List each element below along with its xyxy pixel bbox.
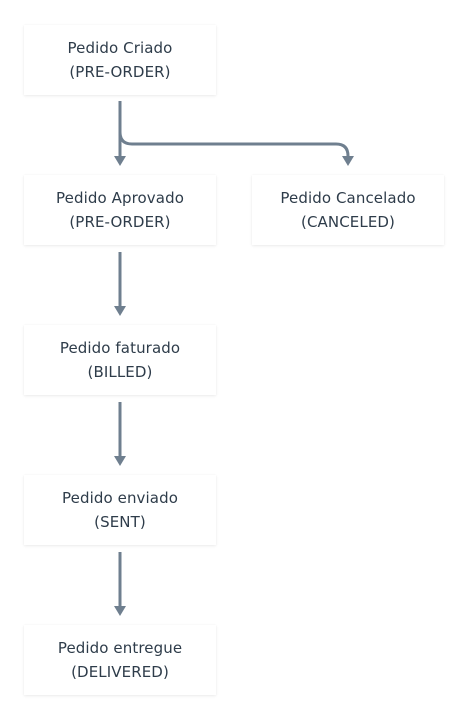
node-pedido-entregue: Pedido entregue (DELIVERED): [24, 625, 216, 695]
node-status: (DELIVERED): [71, 663, 169, 681]
node-title: Pedido faturado: [59, 339, 181, 357]
arrowhead-faturado: [114, 306, 126, 316]
edge-criado-cancelado: [118, 101, 350, 158]
node-pedido-enviado: Pedido enviado (SENT): [24, 475, 216, 545]
node-pedido-criado: Pedido Criado (PRE-ORDER): [24, 25, 216, 95]
arrowhead-enviado: [114, 456, 126, 466]
node-title: Pedido entregue: [57, 639, 183, 657]
node-status: (SENT): [94, 513, 146, 531]
arrowhead-aprovado: [114, 156, 126, 166]
node-pedido-faturado: Pedido faturado (BILLED): [24, 325, 216, 395]
node-title: Pedido Criado: [67, 39, 173, 57]
node-title: Pedido Cancelado: [280, 189, 416, 207]
node-title: Pedido Aprovado: [56, 189, 184, 207]
node-pedido-aprovado: Pedido Aprovado (PRE-ORDER): [24, 175, 216, 245]
node-status: (PRE-ORDER): [69, 213, 171, 231]
node-status: (BILLED): [87, 363, 153, 381]
arrowhead-cancelado: [342, 156, 354, 166]
arrowhead-entregue: [114, 606, 126, 616]
node-status: (CANCELED): [301, 213, 395, 231]
node-title: Pedido enviado: [62, 489, 178, 507]
node-pedido-cancelado: Pedido Cancelado (CANCELED): [252, 175, 444, 245]
node-status: (PRE-ORDER): [69, 63, 171, 81]
